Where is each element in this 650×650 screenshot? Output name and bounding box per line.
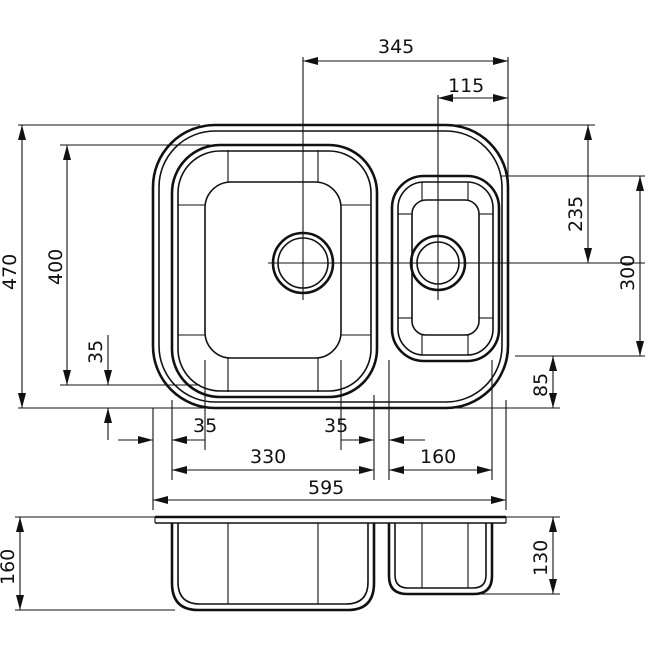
dim-small-drain-top: 235 bbox=[565, 196, 587, 232]
dim-small-bowl-height: 300 bbox=[617, 255, 639, 291]
side-view bbox=[154, 515, 507, 612]
small-bowl bbox=[390, 174, 501, 363]
small-bowl-side bbox=[387, 523, 494, 596]
big-bowl bbox=[170, 143, 379, 399]
sink-outer-rim bbox=[151, 123, 510, 410]
dim-big-bowl-inset-right: 35 bbox=[324, 415, 348, 437]
dim-total-height: 470 bbox=[0, 254, 21, 290]
dim-big-bowl-inset-left: 35 bbox=[193, 415, 217, 437]
dim-big-bowl-bottom-inset: 35 bbox=[85, 340, 107, 364]
big-bowl-side bbox=[170, 523, 376, 612]
dim-small-bowl-width: 160 bbox=[420, 446, 456, 468]
dim-big-bowl-width: 330 bbox=[250, 446, 286, 468]
dim-drain-spacing: 345 bbox=[378, 36, 414, 58]
dimension-labels: 345 115 470 400 35 35 35 330 160 595 235… bbox=[0, 36, 639, 585]
dim-small-bowl-bottom: 85 bbox=[530, 373, 552, 397]
dimension-lines bbox=[15, 57, 645, 611]
center-lines bbox=[268, 57, 645, 300]
dim-big-bowl-height: 400 bbox=[45, 249, 67, 285]
sink-rim-inner-line bbox=[158, 130, 503, 403]
dim-small-bowl-depth: 130 bbox=[530, 540, 552, 576]
dim-small-drain-offset: 115 bbox=[448, 75, 484, 97]
dim-total-width: 595 bbox=[308, 477, 344, 499]
dim-big-bowl-depth: 160 bbox=[0, 549, 19, 585]
